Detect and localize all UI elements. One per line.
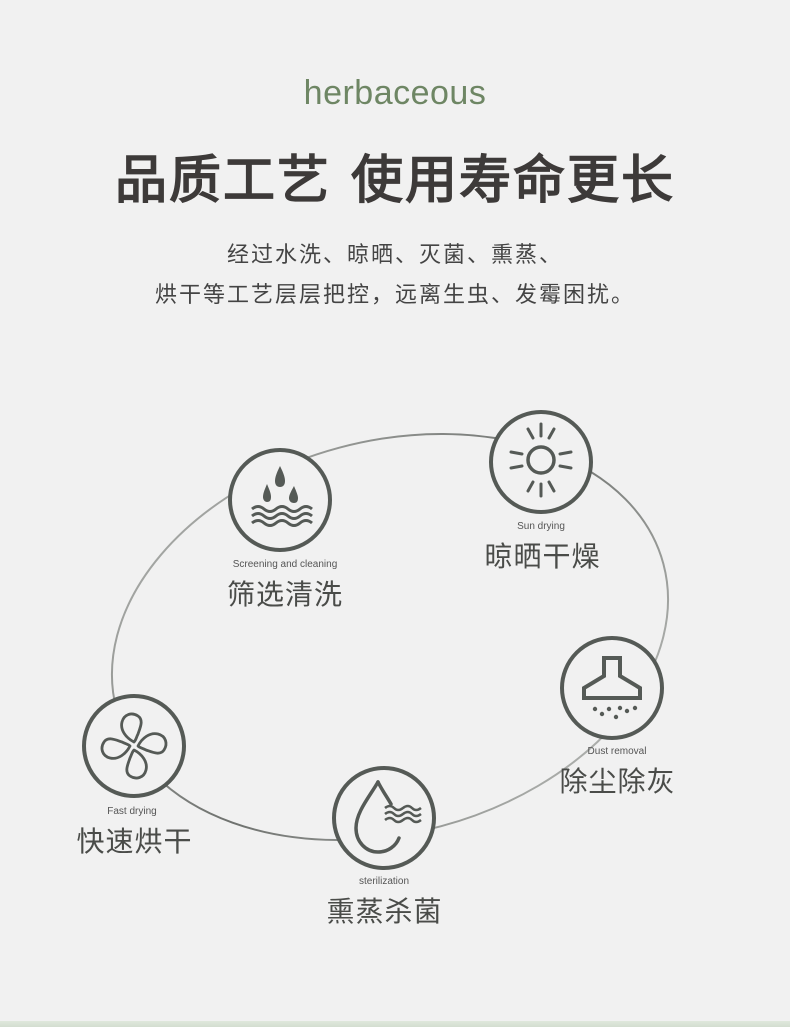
drop-waves-icon	[354, 780, 422, 854]
step-dust-removal-en: Dust removal	[587, 746, 647, 757]
description: 经过水洗、晾晒、灭菌、熏蒸、 烘干等工艺层层把控，远离生虫、发霉困扰。	[0, 236, 790, 316]
step-sun-drying-icon-circle	[489, 410, 593, 514]
range-hood-dust-icon	[582, 656, 642, 720]
description-line-1: 经过水洗、晾晒、灭菌、熏蒸、	[226, 243, 563, 268]
step-sterilization-cn: 熏蒸杀菌	[326, 895, 443, 928]
water-drops-waves-icon	[251, 466, 313, 527]
fan-icon	[100, 712, 168, 780]
description-line-2: 烘干等工艺层层把控，远离生虫、发霉困扰。	[154, 283, 635, 308]
step-screening-cleaning-en: Screening and cleaning	[232, 559, 338, 570]
sun-icon	[509, 422, 573, 498]
step-dust-removal-cn: 除尘除灰	[559, 765, 676, 798]
page-title: 品质工艺 使用寿命更长	[114, 151, 676, 211]
bottom-divider	[0, 1021, 790, 1027]
step-sun-drying-cn: 晾晒干燥	[484, 540, 601, 573]
step-fast-drying-icon-circle	[82, 694, 186, 798]
step-fast-drying-en: Fast drying	[107, 806, 157, 817]
step-fast-drying-cn: 快速烘干	[76, 825, 193, 858]
step-dust-removal-icon-circle	[560, 636, 664, 740]
step-screening-cleaning-cn: 筛选清洗	[226, 578, 343, 611]
step-sun-drying-en: Sun drying	[517, 521, 565, 532]
step-sterilization-icon-circle	[332, 766, 436, 870]
step-screening-cleaning-icon-circle	[228, 448, 332, 552]
step-sterilization-en: sterilization	[358, 876, 410, 887]
brand-name: herbaceous	[303, 74, 487, 112]
